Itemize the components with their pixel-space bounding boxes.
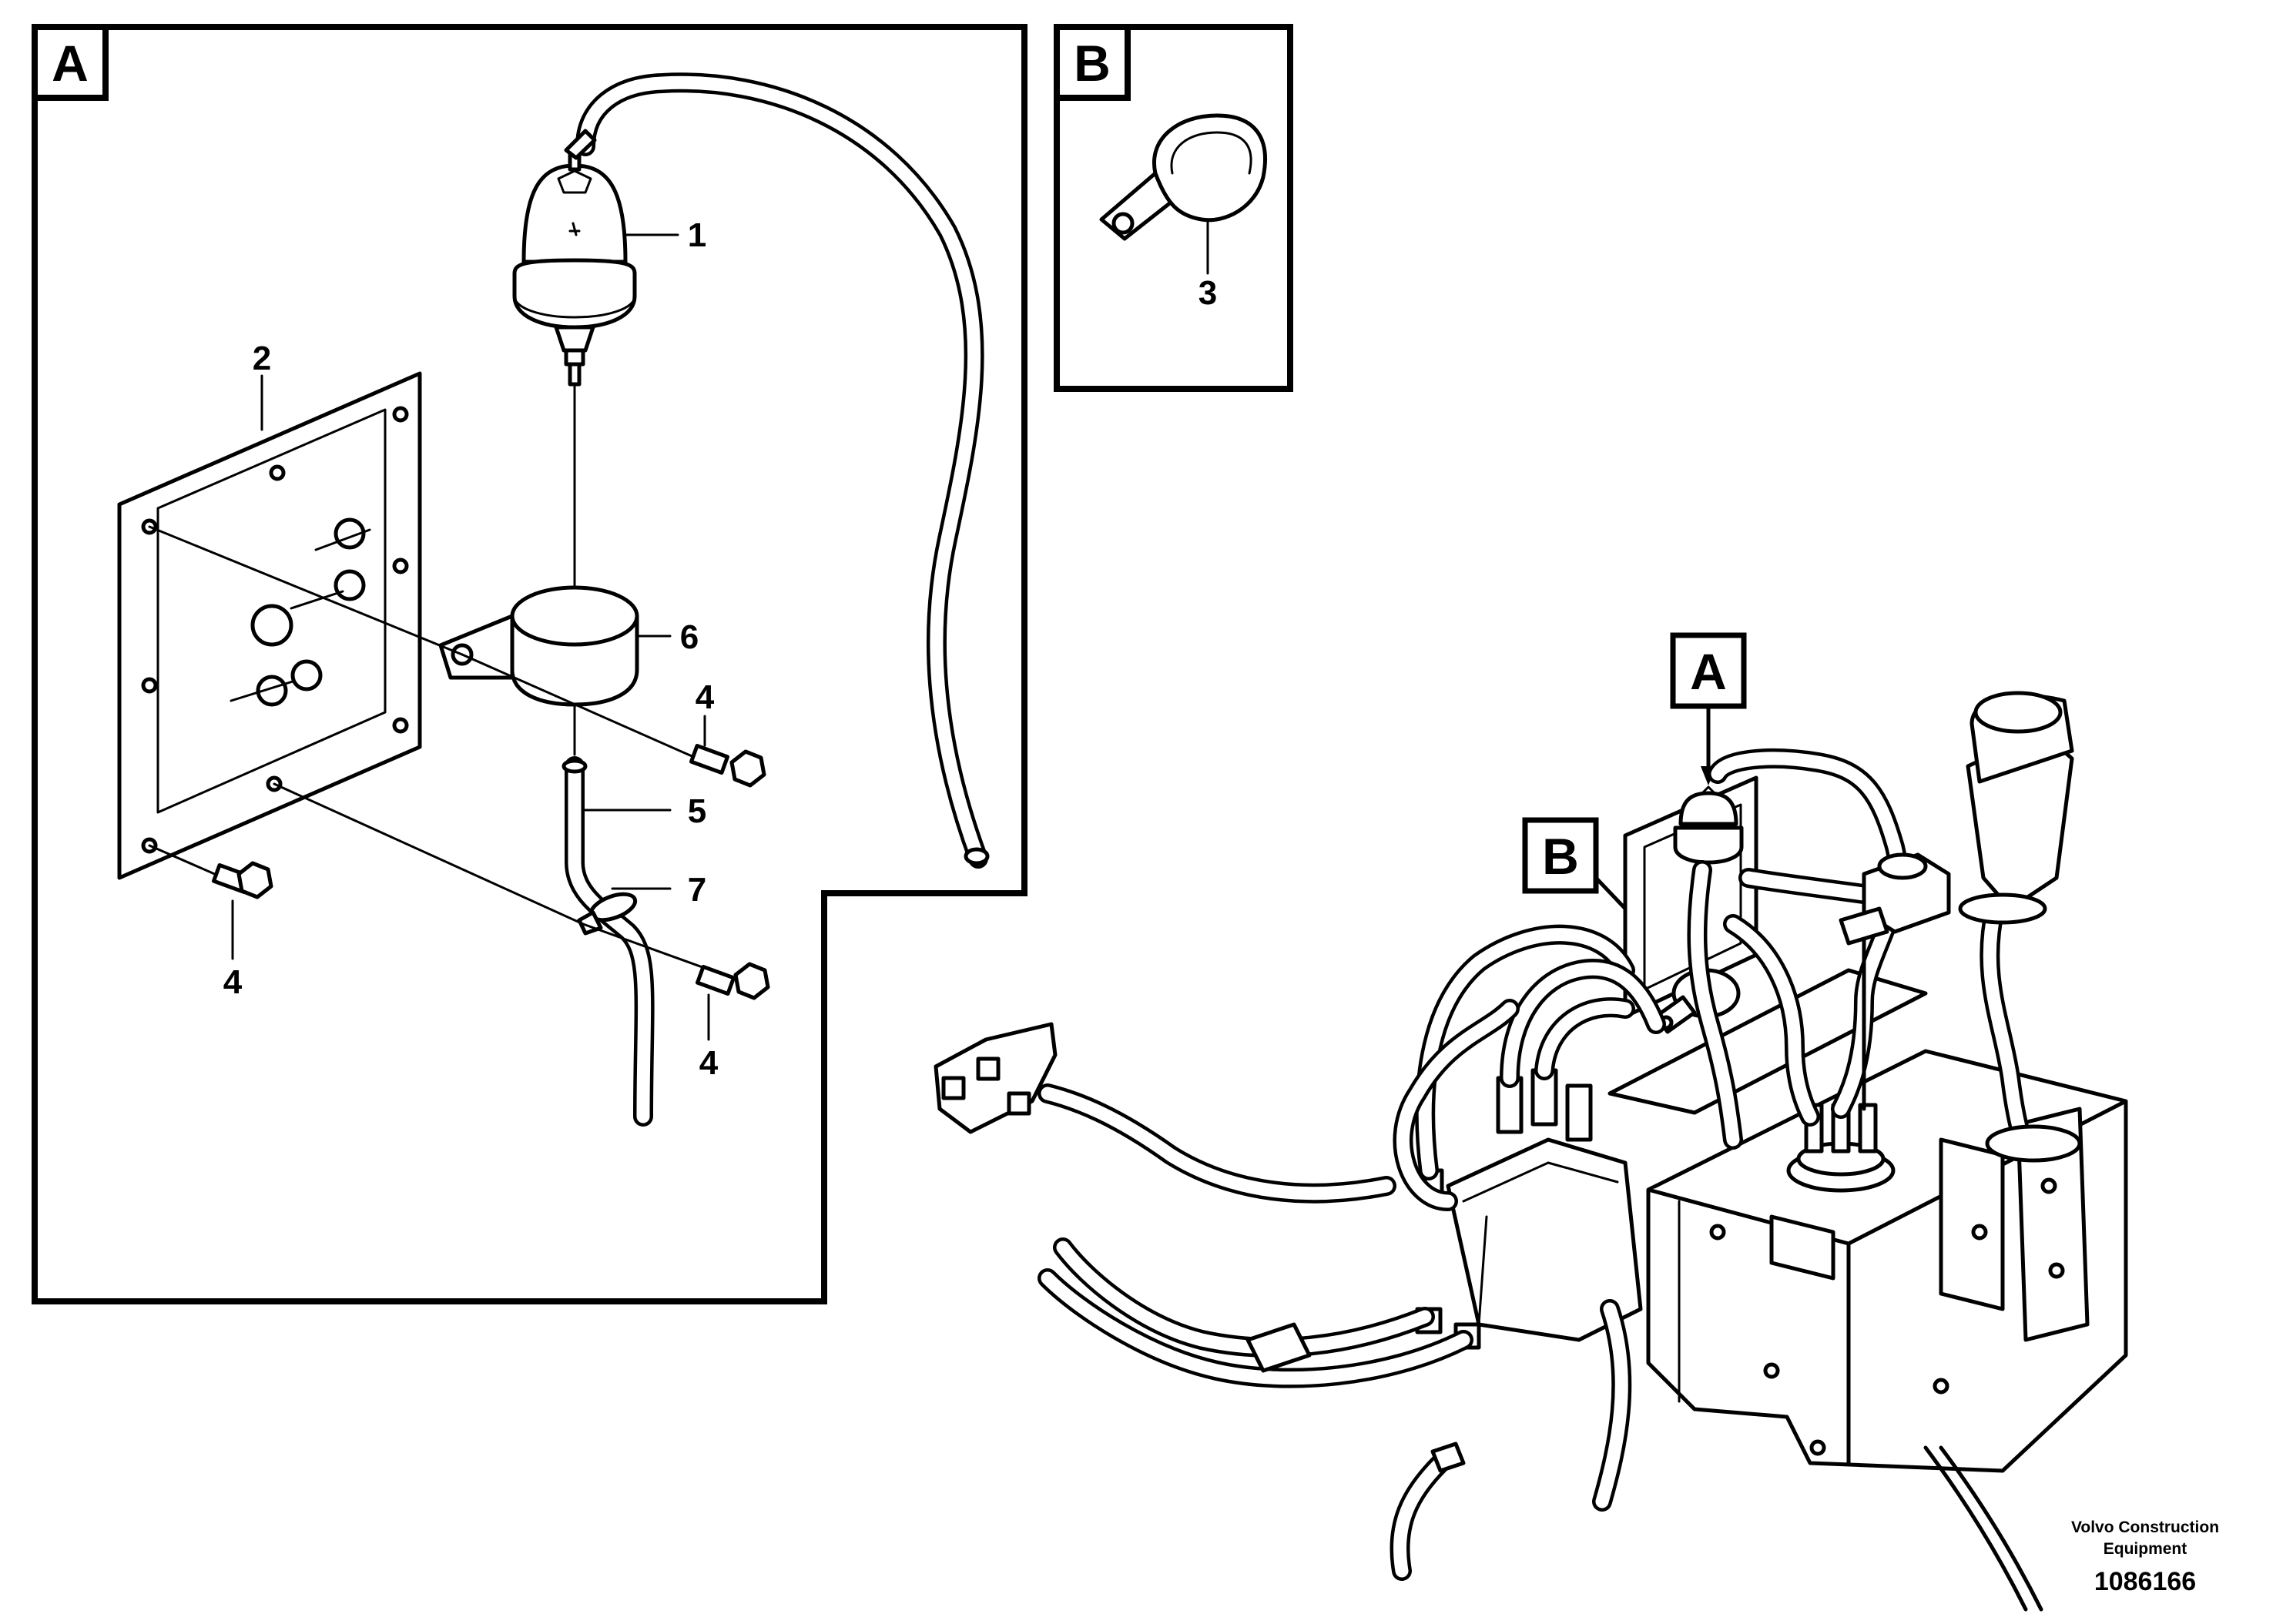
clamp-3	[1099, 113, 1267, 275]
detail-b-caption: B	[1074, 35, 1111, 92]
long-hose	[575, 72, 990, 869]
label-part-3: 3	[1198, 274, 1217, 312]
company-name-line1: Volvo Construction	[2071, 1519, 2219, 1536]
detail-b-panel: B	[1054, 24, 1293, 392]
clamp-6	[438, 585, 639, 756]
drawing-number: 1086166	[2094, 1567, 2196, 1596]
label-part-1: 1	[688, 216, 706, 254]
callout-a-label: A	[1690, 643, 1727, 700]
label-part-2: 2	[253, 340, 271, 377]
callout-a-box	[1670, 632, 1747, 709]
company-name-line2: Equipment	[2104, 1540, 2187, 1558]
filter-1	[512, 129, 637, 587]
footer: Volvo Construction Equipment 1086166	[2071, 1519, 2219, 1596]
screw-4-left	[212, 861, 273, 899]
leaders-detail-a	[231, 233, 710, 1041]
detail-a-panel: A	[32, 24, 1027, 1304]
gasket-plate-2	[117, 371, 422, 880]
callout-b-box	[1522, 817, 1599, 894]
label-part-5: 5	[688, 792, 706, 830]
label-part-4-left: 4	[223, 963, 243, 1001]
label-part-7: 7	[688, 871, 706, 909]
callout-b-label: B	[1542, 828, 1579, 885]
screw-4-bottom	[696, 962, 770, 1000]
label-part-4-bottom: 4	[699, 1044, 719, 1082]
label-part-4-top: 4	[696, 678, 715, 716]
screw-4-top	[689, 743, 766, 788]
main-assembly-view: A B	[934, 632, 2128, 1612]
hose-5-and-clip-7	[562, 756, 655, 1127]
label-part-6: 6	[680, 618, 699, 656]
detail-a-caption: A	[52, 35, 89, 92]
